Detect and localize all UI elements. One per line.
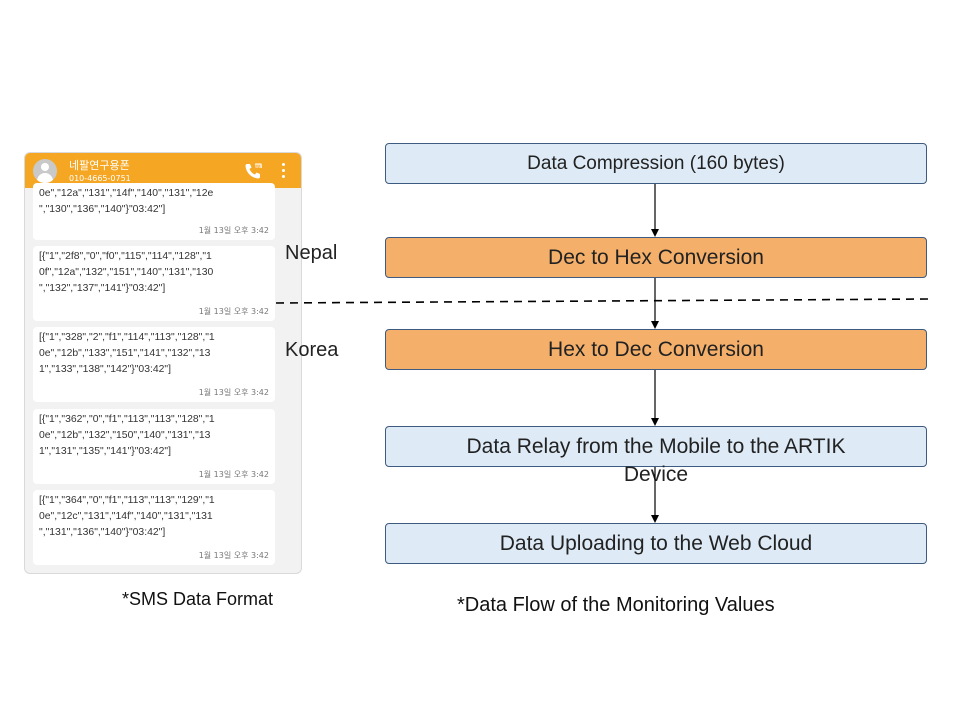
message-line: 0e","12c","131","14f","140","131","131 <box>39 511 213 522</box>
flow-arrow <box>651 370 659 426</box>
flow-step-label: Hex to Dec Conversion <box>548 337 764 361</box>
nepal-label: Nepal <box>285 242 338 264</box>
conversation-header: 네팔연구용폰 010-4665-0751 Wifi <box>25 153 301 188</box>
message-timestamp: 1월 13일 오후 3:42 <box>198 551 269 560</box>
more-options-icon[interactable] <box>282 163 286 179</box>
flow-arrow <box>651 467 659 523</box>
svg-text:Wifi: Wifi <box>255 164 262 169</box>
korea-label: Korea <box>285 339 339 361</box>
flow-caption: *Data Flow of the Monitoring Values <box>457 594 775 616</box>
message-line: 0e","12a","131","14f","140","131","12e <box>39 188 214 199</box>
message-line: [{"1","362","0","f1","113","113","128","… <box>39 414 215 425</box>
sms-message-3: [{"1","328","2","f1","114","113","128","… <box>33 327 275 402</box>
flow-step-hex-to-dec: Hex to Dec Conversion <box>385 329 927 370</box>
sms-screenshot: 네팔연구용폰 010-4665-0751 Wifi 0e","12a","131… <box>24 152 302 574</box>
flow-step-label: Dec to Hex Conversion <box>548 245 764 269</box>
message-line: [{"1","364","0","f1","113","113","129","… <box>39 495 215 506</box>
sms-message-4: [{"1","362","0","f1","113","113","128","… <box>33 409 275 484</box>
avatar-icon[interactable] <box>33 159 57 183</box>
call-icon[interactable]: Wifi <box>244 162 262 180</box>
message-timestamp: 1월 13일 오후 3:42 <box>198 470 269 479</box>
message-line: [{"1","2f8","0","f0","115","114","128","… <box>39 251 212 262</box>
message-line: 1","133","138","142"}"03:42"] <box>39 364 172 375</box>
flow-step-dec-to-hex: Dec to Hex Conversion <box>385 237 927 278</box>
message-line: ","130","136","140"}"03:42"] <box>39 204 166 215</box>
message-timestamp: 1월 13일 오후 3:42 <box>198 307 269 316</box>
contact-name: 네팔연구용폰 <box>69 159 130 172</box>
sms-message-2: [{"1","2f8","0","f0","115","114","128","… <box>33 246 275 321</box>
message-line: ","131","136","140"}"03:42"] <box>39 527 166 538</box>
flow-step-label: Data Uploading to the Web Cloud <box>499 531 813 555</box>
message-line: ","132","137","141"}"03:42"] <box>39 283 166 294</box>
message-line: 0e","12b","133","151","141","132","13 <box>39 348 211 359</box>
flow-step-web-cloud: Data Uploading to the Web Cloud <box>385 523 927 564</box>
sms-message-1: 0e","12a","131","14f","140","131","12e "… <box>33 183 275 240</box>
message-line: [{"1","328","2","f1","114","113","128","… <box>39 332 215 343</box>
flow-arrow <box>651 184 659 237</box>
message-line: 0f","12a","132","151","140","131","130 <box>39 267 214 278</box>
sms-caption: *SMS Data Format <box>122 589 274 609</box>
message-line: 0e","12b","132","150","140","131","13 <box>39 430 211 441</box>
flow-arrow <box>651 278 659 329</box>
country-divider <box>276 298 930 304</box>
message-line: 1","131","135","141"}"03:42"] <box>39 446 172 457</box>
flow-step-overflow-text: Device <box>623 463 689 486</box>
contact-number: 010-4665-0751 <box>69 174 131 183</box>
flow-step-data-relay: Data Relay from the Mobile to the ARTIK <box>385 426 927 467</box>
message-timestamp: 1월 13일 오후 3:42 <box>198 226 269 235</box>
message-timestamp: 1월 13일 오후 3:42 <box>198 388 269 397</box>
flow-step-label: Data Compression (160 bytes) <box>527 152 785 174</box>
flow-step-data-compression: Data Compression (160 bytes) <box>385 143 927 184</box>
sms-message-5: [{"1","364","0","f1","113","113","129","… <box>33 490 275 565</box>
flow-step-label: Data Relay from the Mobile to the ARTIK <box>466 434 846 458</box>
